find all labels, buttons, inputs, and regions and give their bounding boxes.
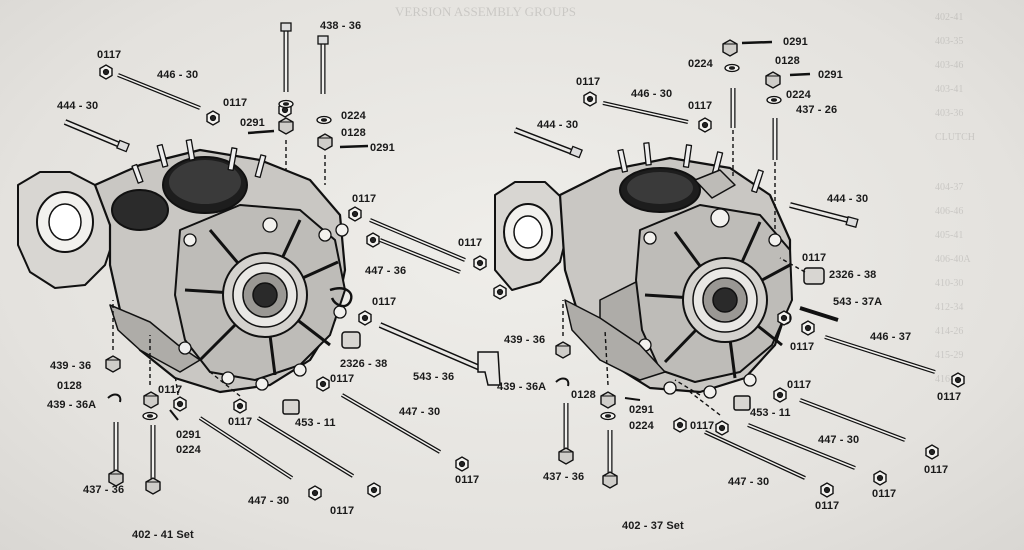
part-label: 0224: [176, 444, 201, 456]
part-label: 453 - 11: [295, 417, 336, 429]
part-label: 437 - 26: [796, 104, 838, 116]
part-label: 0117: [330, 505, 355, 517]
part-label: 439 - 36: [504, 334, 546, 346]
part-label: 0128: [57, 380, 82, 392]
part-label: 0117: [787, 379, 812, 391]
part-label: 0117: [97, 49, 122, 61]
part-label: 0128: [775, 55, 800, 67]
part-label: 0117: [455, 474, 480, 486]
part-label: 0117: [815, 500, 840, 512]
part-label: 453 - 11: [750, 407, 791, 419]
part-label: 0117: [458, 237, 483, 249]
part-label: 446 - 37: [870, 331, 912, 343]
left-crankcase: [17, 138, 353, 394]
part-label: 543 - 36: [413, 371, 455, 383]
part-label: 0128: [571, 389, 596, 401]
part-label: 0117: [158, 384, 183, 396]
part-label: 447 - 30: [248, 495, 290, 507]
part-label: 0117: [924, 464, 949, 476]
bleed-row: 403-36: [935, 108, 964, 119]
bleed-row: 415-29: [935, 350, 964, 361]
part-label: 439 - 36: [50, 360, 92, 372]
part-label: 447 - 30: [818, 434, 860, 446]
part-label: 447 - 36: [365, 265, 407, 277]
bleed-row: 403-35: [935, 36, 964, 47]
part-label: 0117: [330, 373, 355, 385]
bleed-row: 404-37: [935, 182, 964, 193]
part-label: 444 - 30: [827, 193, 869, 205]
part-label: 0224: [341, 110, 366, 122]
part-label: 0291: [629, 404, 654, 416]
part-label: 2326 - 38: [829, 269, 877, 281]
bleed-row: 403-41: [935, 84, 964, 95]
part-label: 0117: [576, 76, 601, 88]
part-label: 2326 - 38: [340, 358, 388, 370]
bleed-header: VERSION ASSEMBLY GROUPS: [395, 4, 576, 19]
bleed-row: 414-26: [935, 326, 964, 337]
part-label: 0224: [688, 58, 713, 70]
part-label: 0224: [786, 89, 811, 101]
part-label: 446 - 30: [631, 88, 673, 100]
part-label: 0117: [802, 252, 827, 264]
part-label: 444 - 30: [537, 119, 579, 131]
left-loose-parts: [63, 22, 507, 501]
part-label: 447 - 30: [728, 476, 770, 488]
bleed-row: 405-41: [935, 230, 964, 241]
bleed-row: 406-46: [935, 206, 964, 217]
part-label: 438 - 36: [320, 20, 362, 32]
part-label: 0117: [372, 296, 397, 308]
part-label: 444 - 30: [57, 100, 99, 112]
part-label: 0291: [240, 117, 265, 129]
part-label: 0291: [176, 429, 201, 441]
part-label: 0291: [783, 36, 808, 48]
part-label: 0291: [370, 142, 395, 154]
bleed-row: CLUTCH: [935, 132, 975, 143]
part-label: 0117: [223, 97, 248, 109]
part-label: 437 - 36: [83, 484, 125, 496]
part-label: 0117: [790, 341, 815, 353]
bleed-row: 403-46: [935, 60, 964, 71]
bleed-row: 406-40A: [935, 254, 971, 265]
bleed-row: 412-34: [935, 302, 964, 313]
bleed-row: 402-41: [935, 12, 964, 23]
part-label: 543 - 37A: [833, 296, 883, 308]
part-label: 0117: [937, 391, 962, 403]
part-label: 446 - 30: [157, 69, 199, 81]
part-label: 437 - 36: [543, 471, 585, 483]
right-crankcase: [494, 142, 793, 399]
part-label: 447 - 30: [399, 406, 441, 418]
part-label: 0117: [228, 416, 253, 428]
part-label: 439 - 36A: [497, 381, 547, 393]
part-label: 0117: [688, 100, 713, 112]
part-label: 0117: [872, 488, 897, 500]
set-label-right: 402 - 37 Set: [622, 520, 684, 532]
right-loose-parts: [513, 39, 965, 498]
part-label: 0117: [690, 420, 715, 432]
part-label: 0291: [818, 69, 843, 81]
part-label: 0117: [352, 193, 377, 205]
part-label: 439 - 36A: [47, 399, 97, 411]
part-label: 0128: [341, 127, 366, 139]
set-label-left: 402 - 41 Set: [132, 529, 194, 541]
bleed-row: 410-30: [935, 278, 964, 289]
bleed-row: 416-34: [935, 374, 964, 385]
part-label: 0224: [629, 420, 654, 432]
